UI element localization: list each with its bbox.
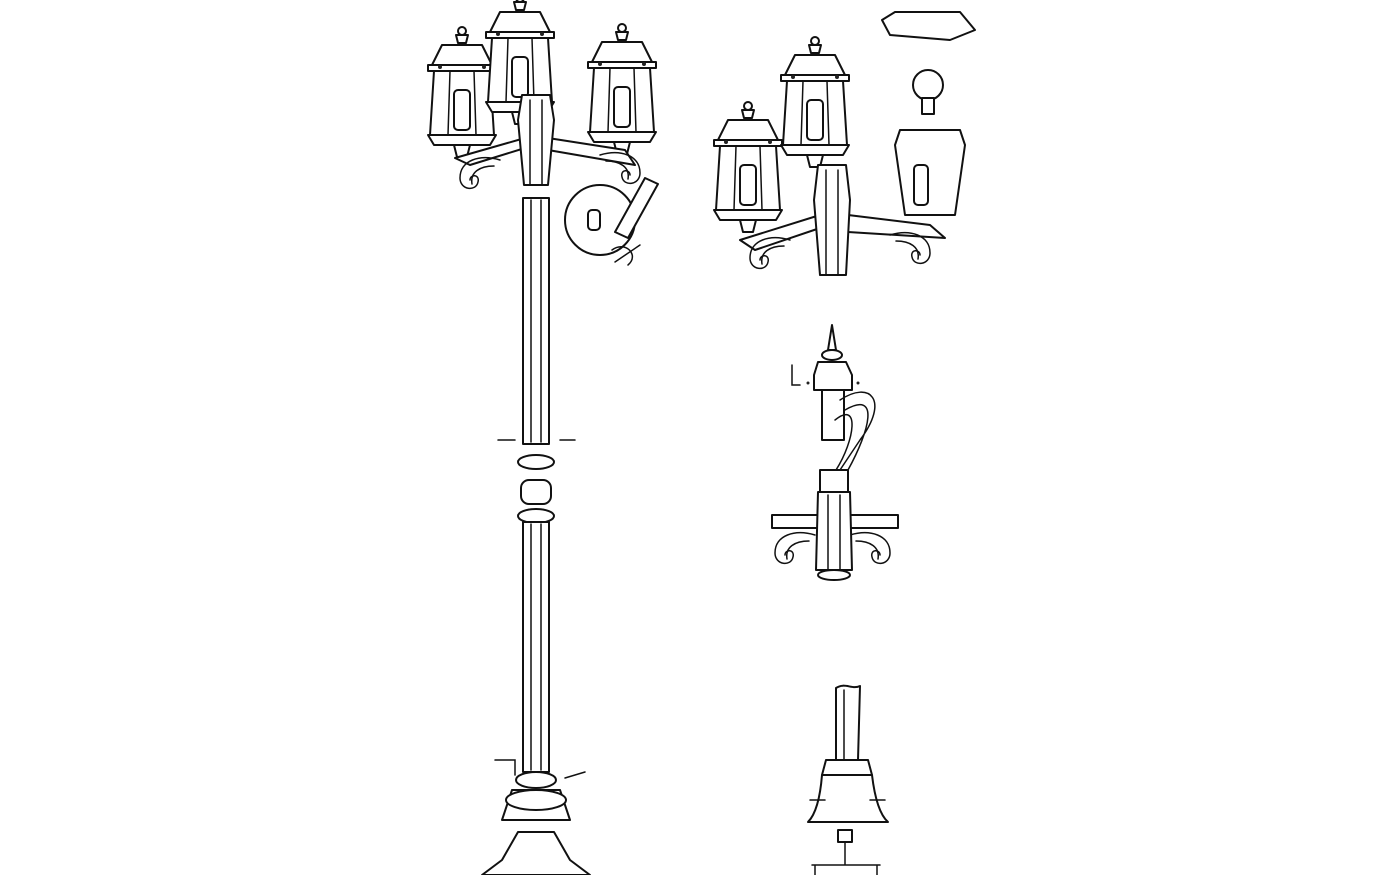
lantern-roof-part <box>881 11 976 41</box>
center-column <box>517 94 555 186</box>
upper-pole <box>522 197 550 445</box>
base-detail <box>807 684 889 875</box>
coupling-part <box>520 479 552 505</box>
light-bulb-icon <box>912 69 944 101</box>
ring-part <box>517 454 555 470</box>
wiring-detail <box>771 324 899 581</box>
lantern-left <box>427 26 497 158</box>
lower-pole <box>522 521 550 773</box>
lantern-left <box>713 101 783 233</box>
allen-key-icon <box>614 177 659 239</box>
center-column <box>813 164 851 276</box>
center-column <box>815 491 853 571</box>
base-foot <box>481 831 591 875</box>
lantern-center <box>780 36 850 168</box>
lantern-head-assembly <box>713 11 976 276</box>
allen-key-icon <box>791 364 801 386</box>
open-lantern-frame <box>894 129 966 216</box>
lantern-right <box>587 23 657 155</box>
base-foot <box>807 774 889 823</box>
pole-stub <box>835 684 861 761</box>
full-lamp-post <box>427 0 659 875</box>
